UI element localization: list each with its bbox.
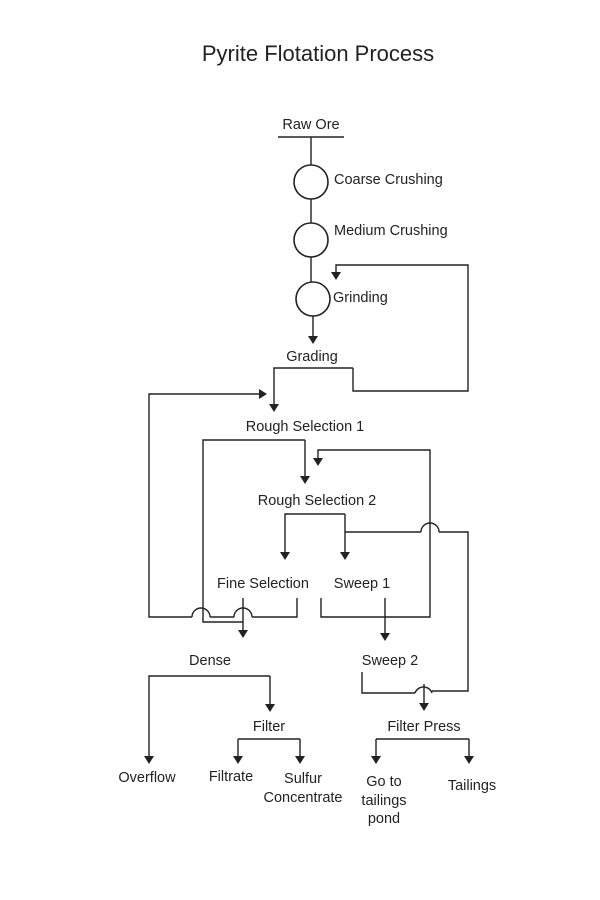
label-filtrate: Filtrate bbox=[209, 769, 253, 785]
label-tailings-pond-line2: tailings bbox=[361, 793, 406, 809]
label-tailings-pond-line1: Go to bbox=[366, 774, 401, 790]
grading-return-loop bbox=[335, 264, 469, 392]
label-rough-selection-1: Rough Selection 1 bbox=[246, 419, 365, 435]
medium-crusher-icon bbox=[293, 222, 329, 258]
label-sulfur-concentrate-line2: Concentrate bbox=[264, 790, 343, 806]
arrowhead-dense bbox=[238, 630, 248, 638]
fine-selection-return-left bbox=[148, 393, 259, 618]
rough1-tailings-line bbox=[202, 439, 305, 623]
arrowhead-filtrate bbox=[233, 756, 243, 764]
sweep2-tailings-box bbox=[361, 672, 415, 694]
label-grinding: Grinding bbox=[333, 290, 388, 306]
diagram-title: Pyrite Flotation Process bbox=[202, 41, 434, 66]
label-dense: Dense bbox=[189, 653, 231, 669]
arrowhead-overflow bbox=[144, 756, 154, 764]
rough2-splitter bbox=[284, 513, 345, 552]
arrowhead-grinding-return bbox=[331, 272, 341, 280]
sweep1-return-loop bbox=[317, 449, 431, 618]
label-medium-crushing: Medium Crushing bbox=[334, 223, 448, 239]
arrowhead-rough-selection-1 bbox=[269, 404, 279, 412]
label-grading: Grading bbox=[286, 349, 338, 365]
label-tailings-pond-line3: pond bbox=[368, 811, 400, 827]
label-coarse-crushing: Coarse Crushing bbox=[334, 172, 443, 188]
arrowhead-sweep-2 bbox=[380, 633, 390, 641]
arrowhead-return-rough1 bbox=[259, 389, 267, 399]
arrowhead-sweep1-return bbox=[313, 458, 323, 466]
grading-splitter bbox=[273, 367, 353, 404]
coarse-crusher-icon bbox=[293, 164, 329, 200]
arrowhead-tailings-pond bbox=[371, 756, 381, 764]
label-filter: Filter bbox=[253, 719, 285, 735]
arrowhead-sulfur-concentrate bbox=[295, 756, 305, 764]
arrowhead-filter-press bbox=[419, 703, 429, 711]
arrowhead-rough-selection-2 bbox=[300, 476, 310, 484]
arrowhead-sweep-1 bbox=[340, 552, 350, 560]
dense-splitter bbox=[148, 675, 270, 756]
label-sulfur-concentrate-line1: Sulfur bbox=[284, 771, 322, 787]
fine-selection-return-loop bbox=[252, 598, 298, 618]
arrowhead-fine-selection bbox=[280, 552, 290, 560]
label-filter-press: Filter Press bbox=[387, 719, 460, 735]
line-hop-icon-3 bbox=[191, 607, 211, 618]
label-tailings: Tailings bbox=[448, 778, 496, 794]
arrowhead-grading bbox=[308, 336, 318, 344]
arrowhead-filter bbox=[265, 704, 275, 712]
grinding-mill-icon bbox=[295, 281, 331, 317]
label-overflow: Overflow bbox=[118, 770, 176, 786]
label-sweep-2: Sweep 2 bbox=[362, 653, 418, 669]
label-fine-selection: Fine Selection bbox=[217, 576, 309, 592]
sweep2-return-segment-b bbox=[432, 531, 469, 692]
label-raw-ore: Raw Ore bbox=[282, 117, 339, 133]
label-sweep-1: Sweep 1 bbox=[334, 576, 390, 592]
line-hop-icon-1 bbox=[420, 522, 440, 533]
arrowhead-tailings bbox=[464, 756, 474, 764]
label-rough-selection-2: Rough Selection 2 bbox=[258, 493, 377, 509]
